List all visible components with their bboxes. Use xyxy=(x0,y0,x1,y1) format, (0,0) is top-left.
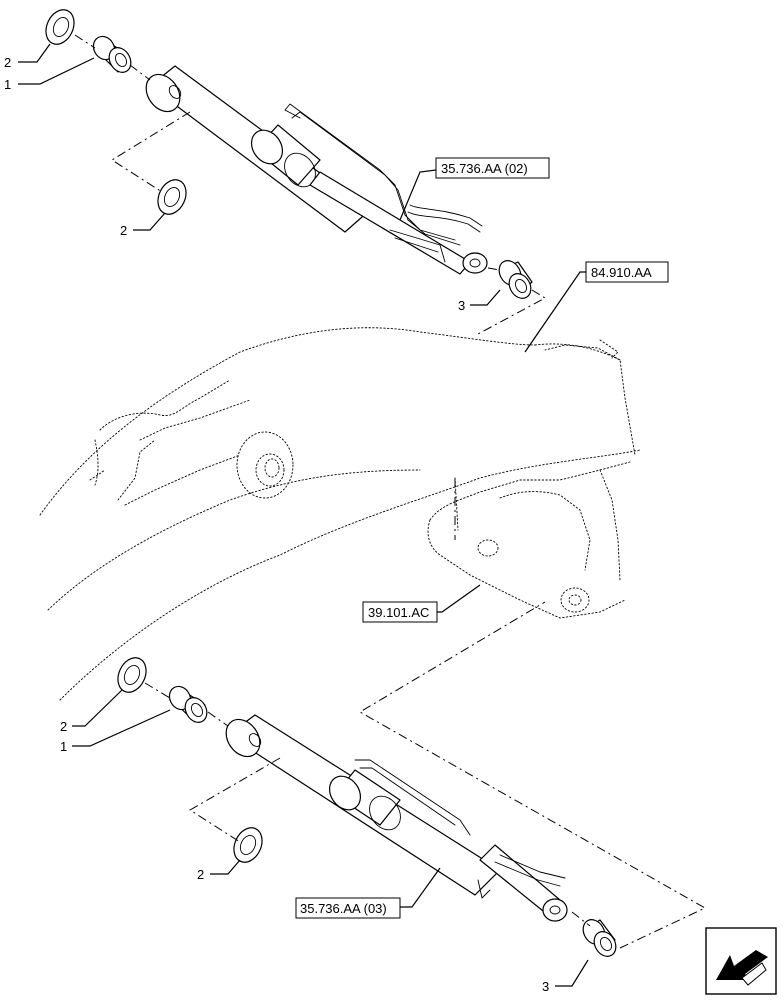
leader-lines xyxy=(18,43,589,987)
reference-boom-label: 84.910.AA xyxy=(591,265,652,280)
callout-top-rod-bushing: 3 xyxy=(458,298,465,313)
top-washer-upper xyxy=(45,9,75,45)
bottom-hydraulic-cylinder xyxy=(225,714,568,922)
back-arrow-icon[interactable] xyxy=(705,927,777,995)
reference-bracket-label: 39.101.AC xyxy=(368,605,429,620)
top-centerlines xyxy=(74,34,547,335)
boom-ghost xyxy=(39,327,641,701)
bottom-washer-lower xyxy=(233,827,263,863)
reference-top-cylinder-label: 35.736.AA (02) xyxy=(441,161,528,176)
callout-bottom-bushing: 1 xyxy=(60,739,67,754)
callout-top-washer-lower: 2 xyxy=(120,223,127,238)
callout-bottom-washer-upper: 2 xyxy=(60,719,67,734)
reference-top-cylinder[interactable]: 35.736.AA (02) xyxy=(435,157,550,179)
reference-bracket[interactable]: 39.101.AC xyxy=(362,601,438,623)
bottom-centerlines xyxy=(144,478,707,949)
callout-bottom-rod-bushing: 3 xyxy=(542,979,549,994)
callout-bottom-washer-lower: 2 xyxy=(197,867,204,882)
callout-top-washer-upper: 2 xyxy=(4,55,11,70)
bottom-rod-bushing xyxy=(582,919,617,957)
callout-numbers: 2 1 2 3 2 1 2 3 xyxy=(4,55,549,994)
reference-bottom-cylinder[interactable]: 35.736.AA (03) xyxy=(295,897,401,919)
bottom-washer-upper xyxy=(117,657,147,693)
top-bushing xyxy=(92,35,132,73)
bottom-bushing xyxy=(168,685,208,723)
top-hydraulic-cylinder xyxy=(145,65,488,275)
callout-top-bushing: 1 xyxy=(4,77,11,92)
reference-bottom-cylinder-label: 35.736.AA (03) xyxy=(300,901,387,916)
top-rod-bushing xyxy=(498,260,533,299)
reference-boom[interactable]: 84.910.AA xyxy=(585,261,669,283)
top-washer-lower xyxy=(157,179,187,215)
